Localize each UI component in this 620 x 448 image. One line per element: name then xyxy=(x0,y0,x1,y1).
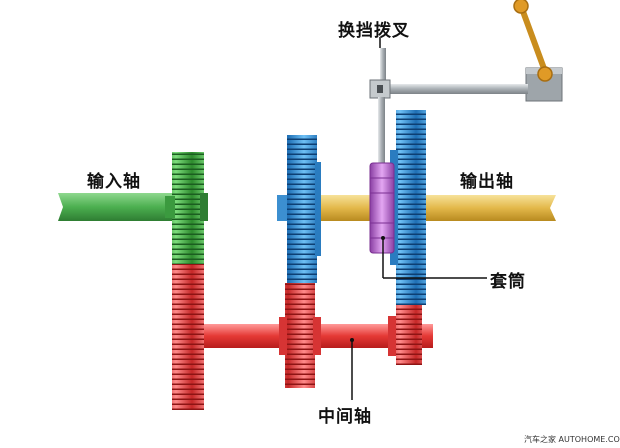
sleeve-label: 套筒 xyxy=(490,272,526,292)
countershaft-gear-large xyxy=(172,264,204,410)
countershaft-gear-small xyxy=(388,305,422,365)
shift-fork xyxy=(369,48,528,163)
shift-fork-label: 换挡拨叉 xyxy=(338,21,410,41)
watermark: 汽车之家 AUTOHOME.COM.CN xyxy=(524,434,620,445)
watermark-url: AUTOHOME.COM.CN xyxy=(558,435,620,444)
input-shaft xyxy=(58,193,176,221)
input-gear xyxy=(165,152,208,264)
countershaft-label: 中间轴 xyxy=(318,407,372,427)
watermark-site-name: 汽车之家 xyxy=(524,435,556,444)
output-gear-right xyxy=(390,110,426,305)
countershaft-gear-mid xyxy=(279,283,321,388)
output-gear-left xyxy=(277,135,321,283)
input-shaft-label: 输入轴 xyxy=(87,172,141,192)
leader-lines xyxy=(350,37,487,400)
output-shaft-label: 输出轴 xyxy=(460,172,514,192)
sleeve xyxy=(369,162,395,254)
shift-lever xyxy=(513,0,563,102)
